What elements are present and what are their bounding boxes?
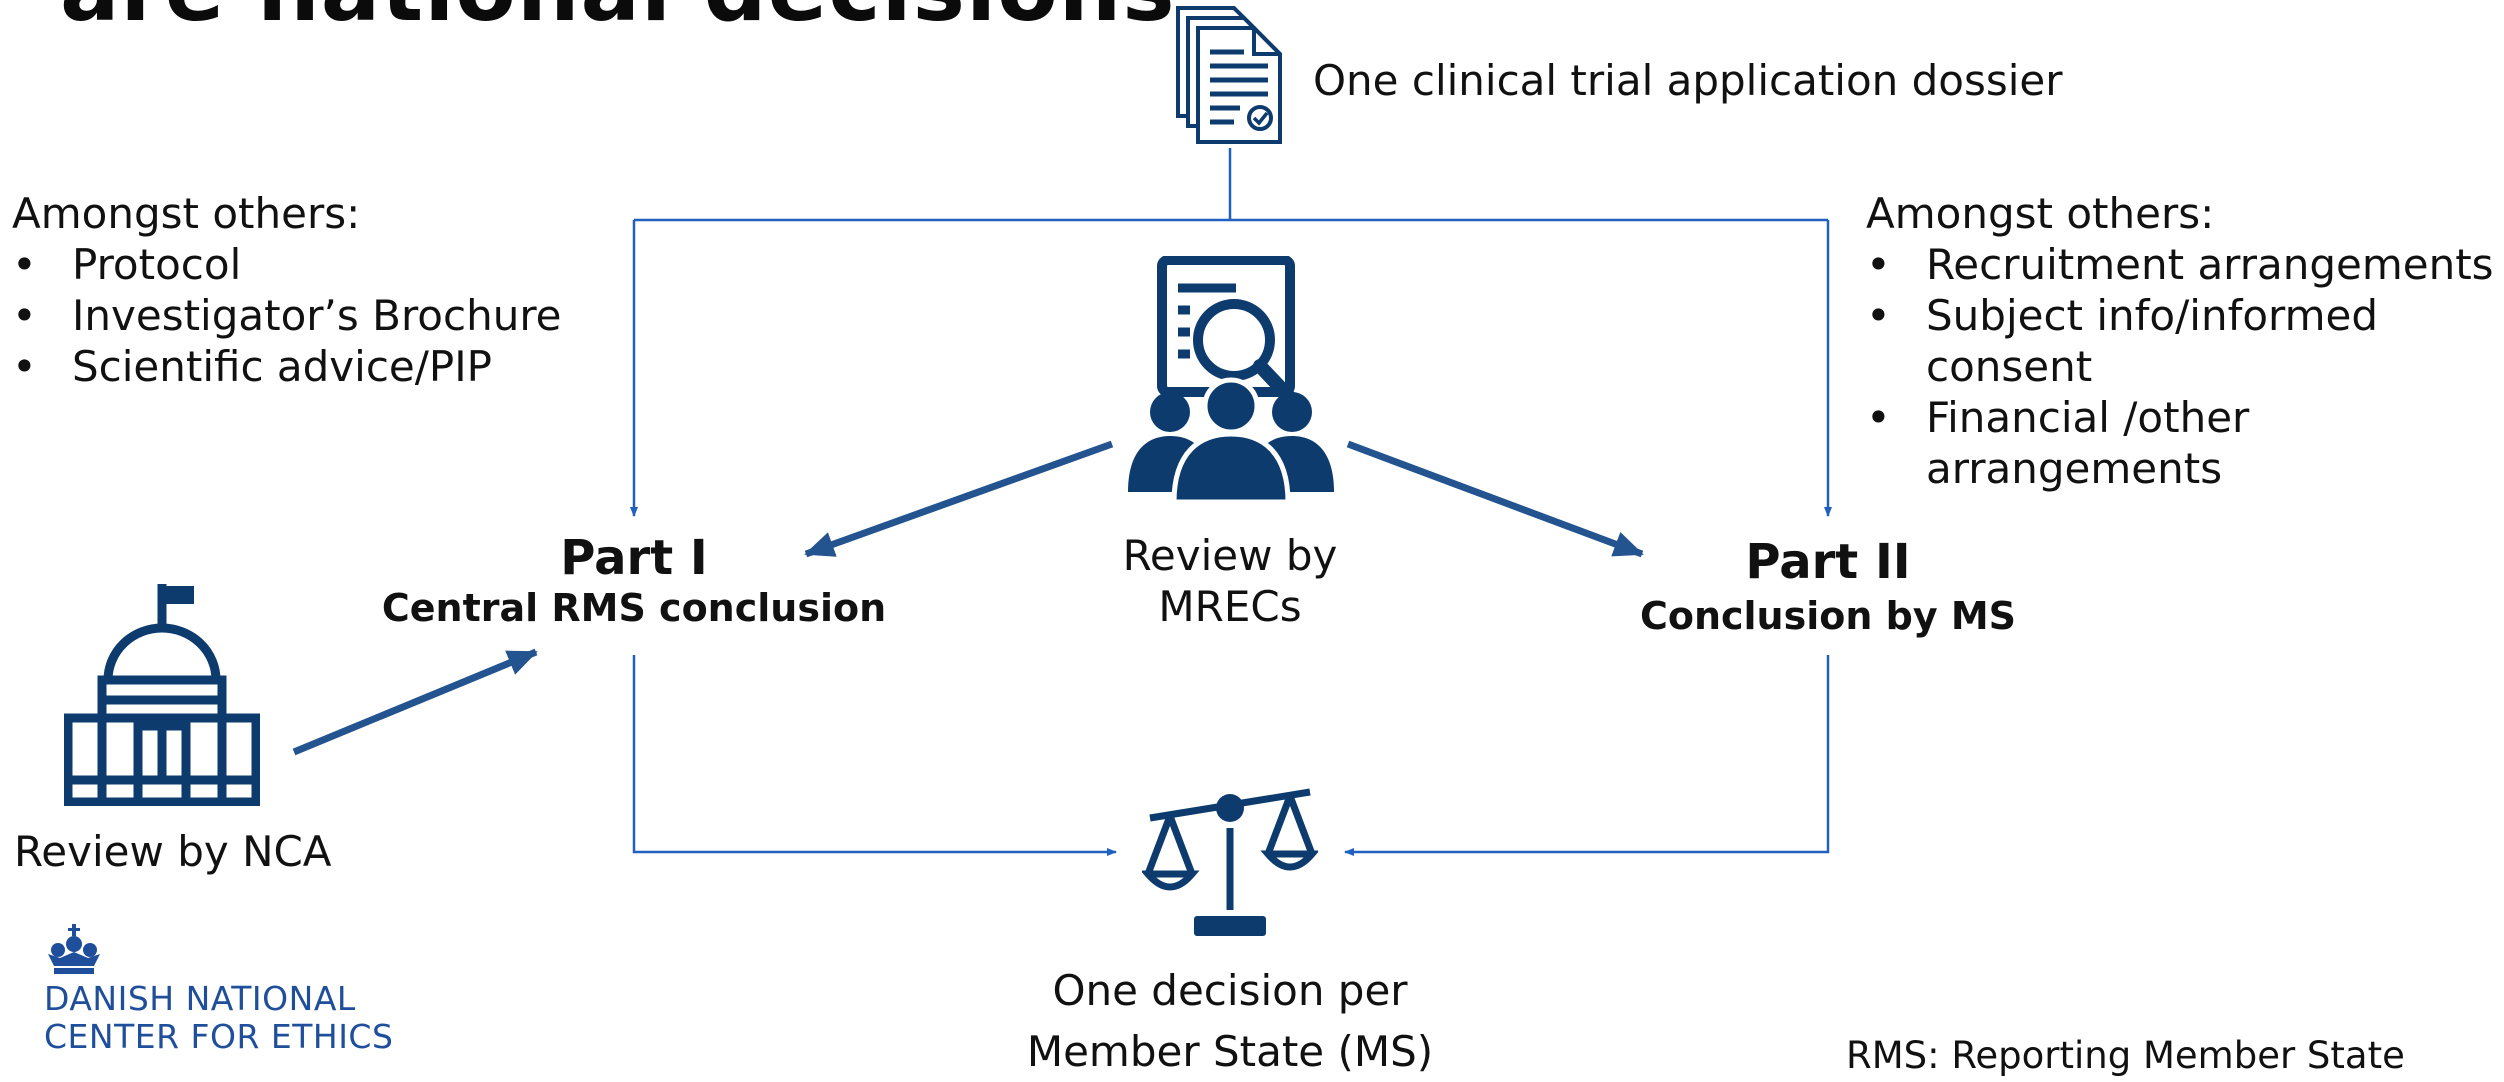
part2-box: Part II Conclusion by MS <box>1528 534 2128 638</box>
mrecs-label-line2: MRECs <box>1158 582 1302 631</box>
list-item: Recruitment arrangements <box>1866 239 2494 290</box>
government-building-icon <box>64 584 260 806</box>
part1-docs-list: Protocol Investigator’s Brochure Scienti… <box>12 239 562 392</box>
list-item: Subject info/informed consent <box>1866 290 2426 392</box>
arrow-part1-to-decision <box>632 655 1117 856</box>
list-item: Investigator’s Brochure <box>12 290 562 341</box>
review-group-icon <box>1128 256 1334 505</box>
decision-label: One decision per Member State (MS) <box>980 960 1480 1082</box>
dossier-label: One clinical trial application dossier <box>1313 56 2063 105</box>
part2-docs-list: Recruitment arrangements Subject info/in… <box>1866 239 2494 494</box>
part1-docs: Amongst others: Protocol Investigator’s … <box>12 188 562 392</box>
logo-line2: CENTER FOR ETHICS <box>44 1017 394 1056</box>
arrow-mrecs-to-part2 <box>1346 440 1644 558</box>
list-item: Scientific advice/PIP <box>12 341 562 392</box>
part2-docs-heading: Amongst others: <box>1866 189 2215 238</box>
decision-label-line2: Member State (MS) <box>1026 1027 1434 1076</box>
page-title: are national decisions <box>60 0 1176 41</box>
part1-subtitle: Central RMS conclusion <box>381 586 887 630</box>
nca-label: Review by NCA <box>14 827 332 876</box>
part1-docs-heading: Amongst others: <box>12 189 361 238</box>
arrow-part2-to-decision <box>1344 655 1830 856</box>
part2-subtitle: Conclusion by MS <box>1639 594 2017 638</box>
decision-label-line1: One decision per <box>1052 966 1408 1015</box>
part2-docs: Amongst others: Recruitment arrangements… <box>1866 188 2496 494</box>
part1-box: Part I Central RMS conclusion <box>334 530 934 630</box>
document-stack-icon <box>1176 6 1282 144</box>
list-item: Protocol <box>12 239 562 290</box>
crown-icon <box>48 924 100 974</box>
part2-title: Part II <box>1745 534 1911 590</box>
mrecs-label-line1: Review by <box>1122 531 1338 580</box>
logo: DANISH NATIONAL CENTER FOR ETHICS <box>44 924 393 1056</box>
logo-line1: DANISH NATIONAL <box>44 979 356 1018</box>
arrow-mrecs-to-part1 <box>804 440 1114 558</box>
scales-icon <box>1142 788 1318 936</box>
part1-title: Part I <box>560 530 708 586</box>
arrow-nca-to-part1 <box>292 648 538 756</box>
list-item: Financial /other arrangements <box>1866 392 2426 494</box>
mrecs-label: Review by MRECs <box>1082 530 1378 632</box>
footnote: RMS: Reporting Member State <box>1846 1034 2405 1077</box>
